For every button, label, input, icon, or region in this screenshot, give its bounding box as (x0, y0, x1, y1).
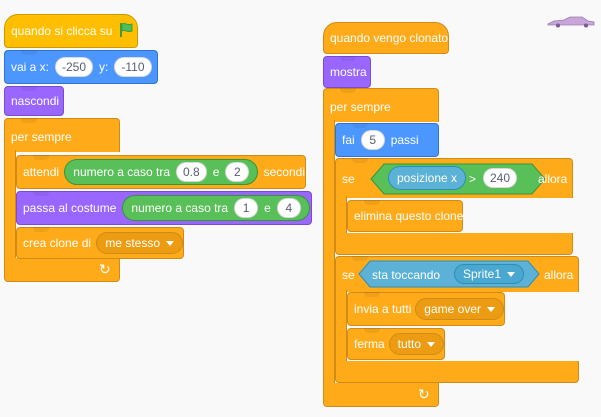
hide-block[interactable]: nascondi (4, 86, 64, 116)
then-label: allora (544, 268, 574, 282)
touching-target-value: Sprite1 (463, 267, 502, 281)
stop-block[interactable]: ferma tutto (347, 328, 445, 360)
forever-arm (323, 120, 335, 386)
if-touching-block[interactable]: se sta toccando Sprite1 allora (335, 256, 579, 292)
create-clone-block[interactable]: crea clone di me stesso (16, 227, 184, 259)
x-position-label: posizione x (397, 171, 458, 185)
steps-unit-label: passi (390, 133, 419, 147)
touching-label: sta toccando (372, 268, 441, 282)
when-flag-clicked-block[interactable]: quando si clicca su (4, 14, 138, 48)
if-foot (335, 361, 579, 383)
hat-label: quando si clicca su (11, 24, 113, 38)
seconds-label: secondi (263, 165, 305, 179)
delete-clone-label: elimina questo clone (354, 209, 464, 223)
go-to-label: vai a x: (11, 60, 50, 74)
show-label: mostra (330, 65, 367, 79)
random-to-input[interactable]: 2 (225, 162, 250, 182)
hat-label: quando vengo clonato (330, 31, 449, 45)
forever-block[interactable]: per sempre (4, 118, 120, 152)
show-block[interactable]: mostra (323, 56, 371, 88)
random-to-input[interactable]: 4 (276, 198, 301, 218)
chevron-down-icon (487, 306, 495, 312)
compare-value-input[interactable]: 240 (483, 168, 518, 188)
delete-clone-block[interactable]: elimina questo clone (347, 200, 463, 232)
stop-label: ferma (354, 337, 385, 351)
random-from-input[interactable]: 0.8 (176, 162, 207, 182)
random-label: numero a caso tra (73, 165, 170, 179)
when-i-start-as-clone-block[interactable]: quando vengo clonato (323, 22, 449, 54)
stop-option-value: tutto (397, 337, 421, 351)
random-from-input[interactable]: 1 (234, 198, 259, 218)
chevron-down-icon (166, 240, 174, 246)
stop-option-dropdown[interactable]: tutto (388, 333, 444, 355)
forever-block[interactable]: per sempre (323, 88, 439, 122)
loop-arrow-icon: ↻ (99, 261, 111, 277)
random-reporter[interactable]: numero a caso tra 0.8 e 2 (64, 159, 259, 185)
if-arm (335, 196, 347, 236)
forever-foot: ↻ (4, 258, 120, 282)
forever-label: per sempre (330, 100, 391, 114)
forever-arm (4, 150, 16, 262)
if-position-block[interactable]: se posizione x > 240 allora (335, 158, 573, 198)
broadcast-label: invia a tutti (354, 302, 412, 316)
sprite-thumbnail[interactable] (546, 15, 596, 29)
y-input[interactable]: -110 (114, 57, 152, 77)
clone-target-dropdown[interactable]: me stesso (96, 232, 183, 254)
wait-label: attendi (23, 165, 60, 179)
green-flag-icon (118, 22, 134, 41)
switch-costume-label: passa al costume (23, 201, 117, 215)
broadcast-message-value: game over (424, 302, 481, 316)
move-label: fai (342, 133, 355, 147)
create-clone-label: crea clone di (23, 236, 92, 250)
greater-than-symbol: > (469, 172, 477, 186)
wait-block[interactable]: attendi numero a caso tra 0.8 e 2 second… (16, 155, 306, 189)
hide-label: nascondi (11, 94, 60, 108)
chevron-down-icon (427, 341, 435, 347)
if-arm (335, 290, 347, 364)
switch-costume-block[interactable]: passa al costume numero a caso tra 1 e 4 (16, 191, 312, 225)
broadcast-block[interactable]: invia a tutti game over (347, 292, 505, 326)
random-reporter[interactable]: numero a caso tra 1 e 4 (122, 195, 310, 221)
go-to-xy-block[interactable]: vai a x: -250 y: -110 (4, 50, 158, 84)
if-foot (335, 233, 573, 255)
x-position-reporter[interactable]: posizione x (388, 166, 467, 190)
clone-target-value: me stesso (105, 236, 160, 250)
if-label: se (342, 172, 355, 186)
broadcast-message-dropdown[interactable]: game over (415, 298, 504, 320)
and-label: e (212, 165, 220, 179)
steps-input[interactable]: 5 (360, 130, 385, 150)
chevron-down-icon (507, 271, 516, 277)
loop-arrow-icon: ↻ (418, 386, 430, 402)
forever-label: per sempre (11, 130, 72, 144)
forever-foot: ↻ (323, 383, 439, 407)
move-steps-block[interactable]: fai 5 passi (335, 123, 439, 157)
random-label: numero a caso tra (131, 201, 229, 215)
and-label: e (264, 201, 271, 215)
x-input[interactable]: -250 (55, 57, 94, 77)
car-icon (547, 16, 595, 28)
y-label: y: (99, 60, 109, 74)
touching-target-dropdown[interactable]: Sprite1 (454, 264, 525, 284)
if-label: se (342, 268, 355, 282)
then-label: allora (538, 172, 568, 186)
